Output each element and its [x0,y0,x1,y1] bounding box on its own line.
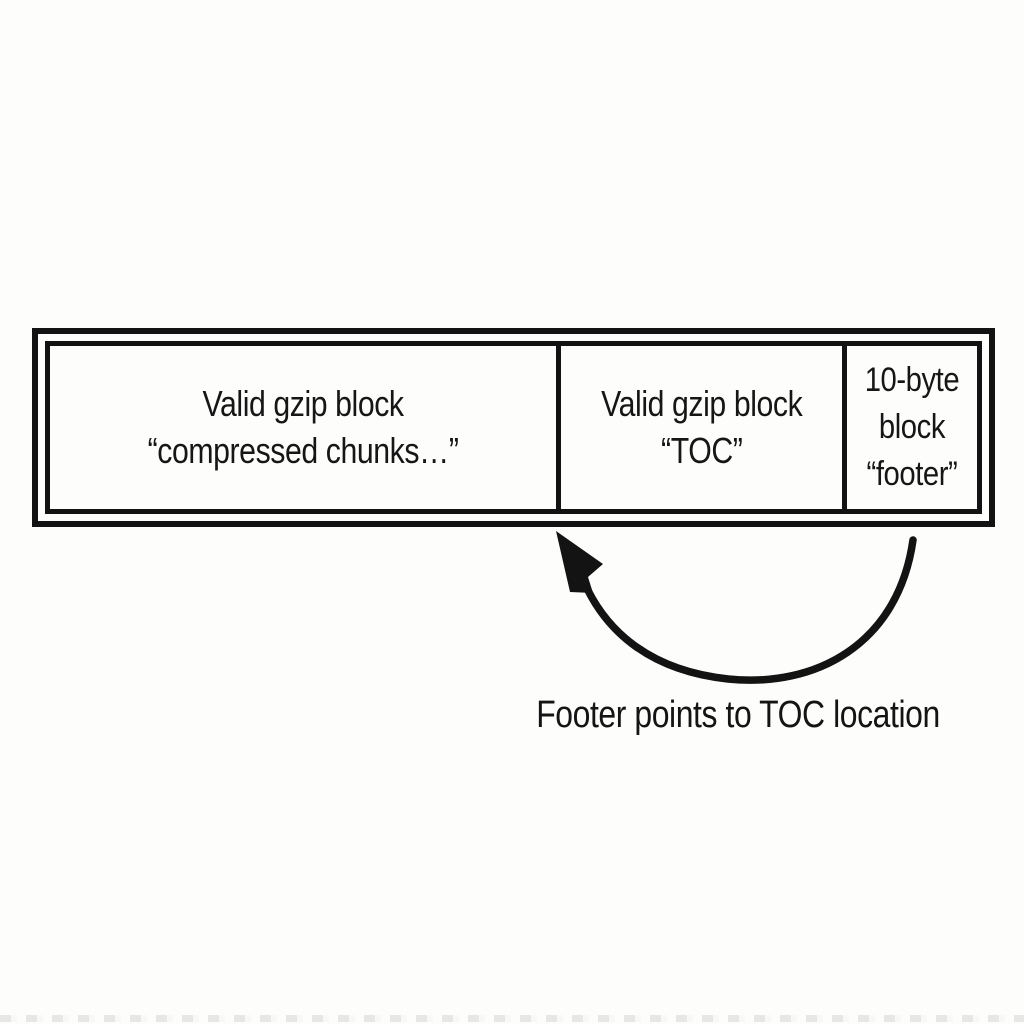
block-toc: Valid gzip block “TOC” [556,346,842,509]
block-footer: 10-byte block “footer” [841,346,977,509]
gzip-file-box-inner: Valid gzip block “compressed chunks…” Va… [45,341,982,514]
block-footer-label: 10-byte block “footer” [864,361,960,493]
scan-artifact-strip [0,1015,1024,1022]
arrow-caption: Footer points to TOC location [536,694,940,736]
block-compressed-chunks: Valid gzip block “compressed chunks…” [50,346,556,509]
block-compressed-chunks-label: Valid gzip block “compressed chunks…” [147,382,459,471]
block-toc-label: Valid gzip block “TOC” [600,382,803,471]
gzip-file-box: Valid gzip block “compressed chunks…” Va… [32,328,995,527]
